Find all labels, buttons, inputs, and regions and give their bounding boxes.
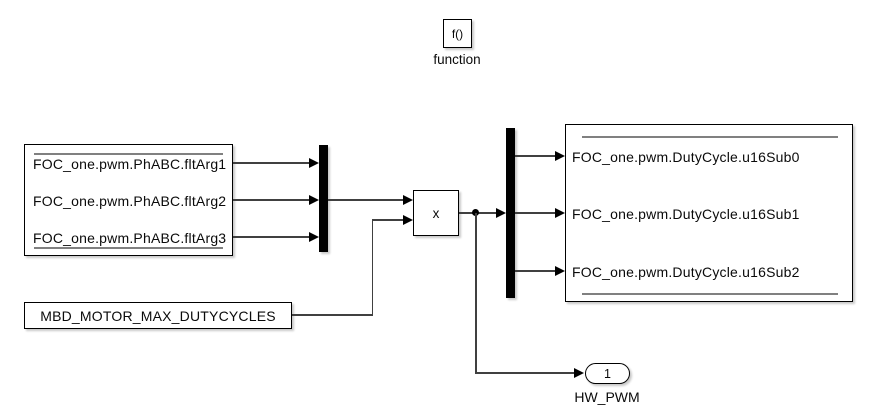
data-store-element: FOC_one.pwm.DutyCycle.u16Sub0 [572,149,800,165]
outport-number: 1 [604,366,611,381]
data-store-element: FOC_one.pwm.DutyCycle.u16Sub1 [572,206,800,222]
demux-block[interactable] [506,128,515,298]
mux-block[interactable] [319,145,328,252]
product-block[interactable]: x [413,190,459,236]
wire-constant-output[interactable] [292,314,373,316]
wire-to-outport[interactable] [475,372,574,374]
data-store-element: FOC_one.pwm.PhABC.fltArg2 [33,193,227,209]
wire-u16Sub0[interactable] [515,155,555,157]
wire-constant-output[interactable] [371,219,373,315]
function-caller-label[interactable]: function [433,52,481,67]
max-dutycycles-constant-block[interactable]: MBD_MOTOR_MAX_DUTYCYCLES [24,302,292,329]
product-symbol: x [432,205,440,221]
wire-fltArg2[interactable] [233,199,309,201]
data-store-element: FOC_one.pwm.DutyCycle.u16Sub2 [572,264,800,280]
arrowhead-icon [309,195,319,205]
separator-line [34,153,223,155]
wire-mux-output[interactable] [328,199,403,201]
arrowhead-icon [309,158,319,168]
data-store-element: FOC_one.pwm.PhABC.fltArg3 [33,230,227,246]
data-store-element: FOC_one.pwm.PhABC.fltArg1 [33,156,227,172]
separator-line [582,136,838,138]
wire-to-outport[interactable] [475,213,477,373]
arrowhead-icon [555,266,565,276]
arrowhead-icon [555,151,565,161]
separator-line [582,293,838,295]
outport-label[interactable]: HW_PWM [574,389,640,405]
input-data-store-block[interactable]: FOC_one.pwm.PhABC.fltArg1 FOC_one.pwm.Ph… [24,144,233,256]
function-caller-block[interactable]: f() [443,19,472,48]
constant-label: MBD_MOTOR_MAX_DUTYCYCLES [40,307,276,324]
function-caller-symbol: f() [451,26,464,41]
arrowhead-icon [403,215,413,225]
arrowhead-icon [496,208,506,218]
wire-u16Sub2[interactable] [515,270,555,272]
arrowhead-icon [555,208,565,218]
wire-fltArg1[interactable] [233,162,309,164]
outport-block[interactable]: 1 [585,363,630,384]
wire-constant-output[interactable] [372,219,403,221]
arrowhead-icon [309,232,319,242]
separator-line [34,247,223,249]
wire-u16Sub1[interactable] [515,212,555,214]
wire-branch-dot [472,209,479,216]
arrowhead-icon [403,195,413,205]
arrowhead-icon [574,368,584,378]
wire-fltArg3[interactable] [233,236,309,238]
output-data-store-block[interactable]: FOC_one.pwm.DutyCycle.u16Sub0 FOC_one.pw… [565,124,853,302]
